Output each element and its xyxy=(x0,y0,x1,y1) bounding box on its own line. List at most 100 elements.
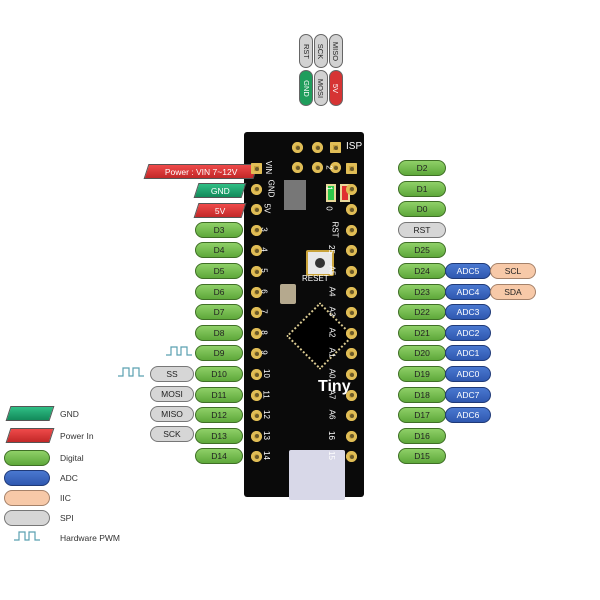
pin-pad xyxy=(346,430,357,442)
adc-pin-label: ADC1 xyxy=(445,345,491,362)
isp-label: ISP xyxy=(346,141,363,152)
digital-pin-label: D25 xyxy=(398,242,446,259)
reset-button-cap xyxy=(315,258,325,268)
legend-label: Hardware PWM xyxy=(60,533,120,543)
isp-pad xyxy=(292,142,303,153)
digital-pin-label: D6 xyxy=(195,283,243,300)
pin-pad xyxy=(346,307,357,319)
board-pin-label: 9 xyxy=(259,350,269,356)
legend-label: Power In xyxy=(60,431,94,441)
isp-miso: MISO xyxy=(329,34,343,68)
pin-pad xyxy=(346,348,357,360)
digital-pin-label: D15 xyxy=(398,448,446,465)
isp-gnd: GND xyxy=(299,70,313,106)
legend-swatch-spi xyxy=(4,510,50,526)
pwm-icon xyxy=(14,531,40,541)
crystal xyxy=(280,284,296,304)
power-vin-text: Power : VIN 7~12V xyxy=(164,166,238,177)
digital-pin-label: D12 xyxy=(195,407,243,424)
isp-sck: SCK xyxy=(314,34,328,68)
legend-label: GND xyxy=(60,409,79,419)
board-pin-label: A2 xyxy=(327,327,337,338)
board-pin-label: RST xyxy=(330,221,340,238)
board-pin-label: 12 xyxy=(261,410,271,420)
legend-swatch-digital xyxy=(4,450,50,466)
pin-pad xyxy=(251,410,262,422)
legend-swatch-power xyxy=(5,428,55,443)
reset-button[interactable] xyxy=(306,250,334,276)
board-pin-label: 4 xyxy=(259,247,269,253)
adc-pin-label: ADC5 xyxy=(445,263,491,279)
isp-pad xyxy=(292,162,303,173)
pin-pad xyxy=(251,163,262,174)
isp-5v: 5V xyxy=(329,70,343,106)
isp-label: MOSI xyxy=(316,78,326,98)
board-name: Tiny xyxy=(318,378,351,395)
board-pin-label: 15 xyxy=(326,451,336,461)
pin-pad xyxy=(251,183,262,195)
spi-mosi: MOSI xyxy=(150,386,194,402)
legend-label: ADC xyxy=(60,473,78,483)
pin-pad xyxy=(251,369,262,380)
isp-pad xyxy=(330,142,341,153)
digital-pin-label: D7 xyxy=(195,304,243,321)
reset-pin-label: RST xyxy=(398,221,446,238)
pin-pad xyxy=(346,369,357,380)
board-pin-label: 5V xyxy=(262,203,272,214)
digital-pin-label: D17 xyxy=(398,407,446,424)
board-pin-label: VIN xyxy=(264,160,274,175)
adc-pin-label: ADC7 xyxy=(445,386,491,403)
power-vin-label: Power : VIN 7~12V xyxy=(143,164,259,179)
board-pin-label: A4 xyxy=(327,286,337,296)
digital-pin-label: D14 xyxy=(195,448,243,465)
5v-label: 5V xyxy=(193,203,247,218)
digital-pin-label: D4 xyxy=(195,242,243,259)
pin-pad xyxy=(251,204,262,216)
adc-pin-label: ADC4 xyxy=(445,283,491,300)
board: ISP RESET Tiny xyxy=(244,132,364,500)
digital-pin-label: D3 xyxy=(195,221,243,238)
digital-pin-label: D24 xyxy=(398,263,446,279)
spi-miso: MISO xyxy=(150,406,194,422)
reset-label: RESET xyxy=(302,274,329,283)
board-pin-label: 0 xyxy=(324,206,334,211)
pwm-icon xyxy=(118,367,144,377)
spi-ss: SS xyxy=(150,366,194,382)
pin-pad xyxy=(251,307,262,319)
pin-pad xyxy=(346,410,357,422)
digital-pin-label: D10 xyxy=(195,366,243,382)
isp-label: GND xyxy=(301,79,311,97)
board-pin-label: 8 xyxy=(259,330,269,335)
pin-pad xyxy=(251,327,262,339)
board-pin-label: 25 xyxy=(326,245,336,255)
digital-pin-label: D2 xyxy=(398,160,446,176)
adc-pin-label: ADC2 xyxy=(445,324,491,341)
pin-pad xyxy=(251,389,262,401)
digital-pin-label: D23 xyxy=(398,283,446,300)
isp-label: MISO xyxy=(331,41,341,61)
legend-label: IIC xyxy=(60,493,71,503)
isp-rst: RST xyxy=(299,34,313,68)
pin-pad xyxy=(251,224,262,236)
pin-pad xyxy=(346,327,357,339)
digital-pin-label: D16 xyxy=(398,427,446,444)
legend-label: Digital xyxy=(60,453,84,463)
pin-pad xyxy=(346,224,357,236)
board-pin-label: A3 xyxy=(327,306,337,317)
digital-pin-label: D21 xyxy=(398,324,446,341)
board-pin-label: 14 xyxy=(261,451,271,461)
digital-pin-label: D5 xyxy=(195,263,243,279)
digital-pin-label: D19 xyxy=(398,366,446,382)
board-pin-label: A5 xyxy=(327,265,337,276)
pin-pad xyxy=(251,286,262,298)
digital-pin-label: D1 xyxy=(398,180,446,197)
power-led xyxy=(326,184,336,202)
board-pin-label: A7 xyxy=(327,389,337,399)
micro-usb-port[interactable] xyxy=(289,450,345,500)
isp-pad xyxy=(312,142,323,153)
adc-pin-label: ADC6 xyxy=(445,407,491,424)
legend-swatch-iic xyxy=(4,490,50,506)
pin-pad xyxy=(251,430,262,442)
isp-mosi: MOSI xyxy=(314,70,328,106)
board-pin-label: 11 xyxy=(261,389,271,399)
